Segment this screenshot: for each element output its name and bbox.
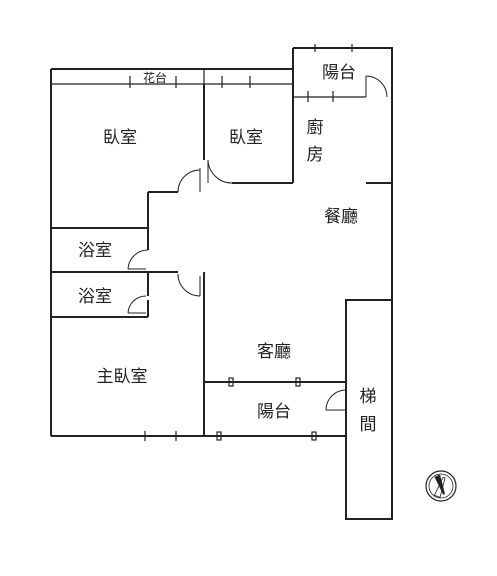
label-kitchen-line1: 廚 <box>307 117 324 138</box>
label-master-bedroom: 主臥室 <box>97 367 148 387</box>
label-balcony-top: 陽台 <box>322 63 356 83</box>
label-dining: 餐廳 <box>324 207 358 227</box>
label-kitchen-line2: 房 <box>307 145 324 165</box>
label-stair-line1: 梯 <box>360 387 377 407</box>
label-living: 客廳 <box>257 342 291 362</box>
window-marks <box>129 44 353 441</box>
label-bedroom-2: 臥室 <box>229 128 263 148</box>
label-bedroom-1: 臥室 <box>103 128 137 148</box>
label-bath-1: 浴室 <box>78 241 112 261</box>
label-stair-line2: 間 <box>360 415 377 435</box>
doors <box>127 75 388 411</box>
walls <box>50 47 393 520</box>
label-bath-2: 浴室 <box>78 287 112 307</box>
room-labels: 陽台 花台 臥室 臥室 廚 房 餐廳 浴室 浴室 主臥室 客廳 陽台 梯 間 <box>78 63 377 435</box>
label-balcony-bottom: 陽台 <box>257 402 291 422</box>
label-planter: 花台 <box>143 70 167 85</box>
compass-icon <box>425 470 457 502</box>
